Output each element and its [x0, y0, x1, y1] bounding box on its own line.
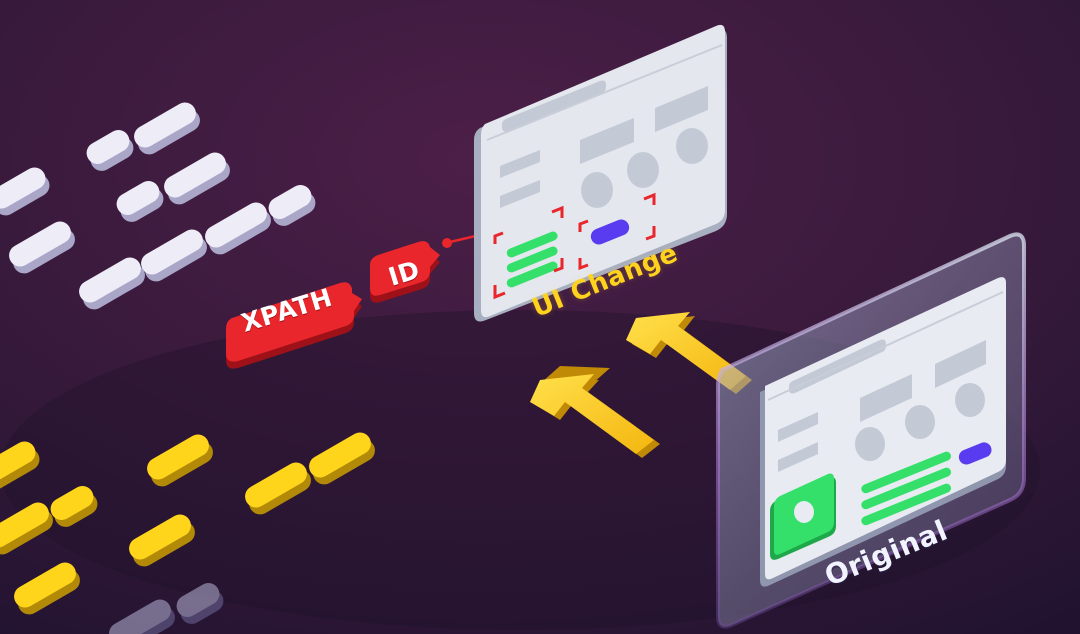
changed-purple-button: [590, 219, 630, 245]
white-pill: [79, 257, 145, 310]
yellow-pill: [14, 562, 80, 615]
yellow-pill: [0, 441, 40, 490]
white-pill: [116, 181, 164, 222]
white-pill: [205, 202, 271, 255]
yellow-pill: [309, 432, 375, 485]
yellow-pill: [50, 486, 98, 527]
yellow-pill: [245, 462, 311, 515]
yellow-pill: [0, 502, 53, 555]
xpath-tag: [226, 282, 362, 369]
white-pill: [86, 130, 134, 171]
white-pill: [268, 185, 316, 226]
arrow-up-left-icon: [530, 366, 660, 458]
white-pill: [9, 221, 75, 274]
ui-change-panel: [474, 24, 727, 322]
selection-frame-green: [493, 205, 564, 300]
white-pill: [164, 152, 230, 205]
white-pills-group: [0, 102, 316, 310]
glass-pill: [176, 583, 224, 624]
glass-pill: [109, 599, 175, 634]
original-green-card: [770, 473, 836, 560]
yellow-pill: [147, 434, 213, 487]
white-pill: [134, 102, 200, 155]
original-green-element: [861, 451, 952, 526]
selection-frame-purple: [578, 192, 656, 271]
yellow-pills-group: [0, 432, 375, 634]
changed-green-element: [506, 231, 558, 288]
id-tag: [370, 241, 440, 303]
white-pill: [141, 229, 207, 282]
white-pill: [0, 167, 50, 216]
yellow-pill: [129, 514, 195, 567]
original-panel: [716, 232, 1026, 629]
original-purple-button: [958, 442, 992, 465]
